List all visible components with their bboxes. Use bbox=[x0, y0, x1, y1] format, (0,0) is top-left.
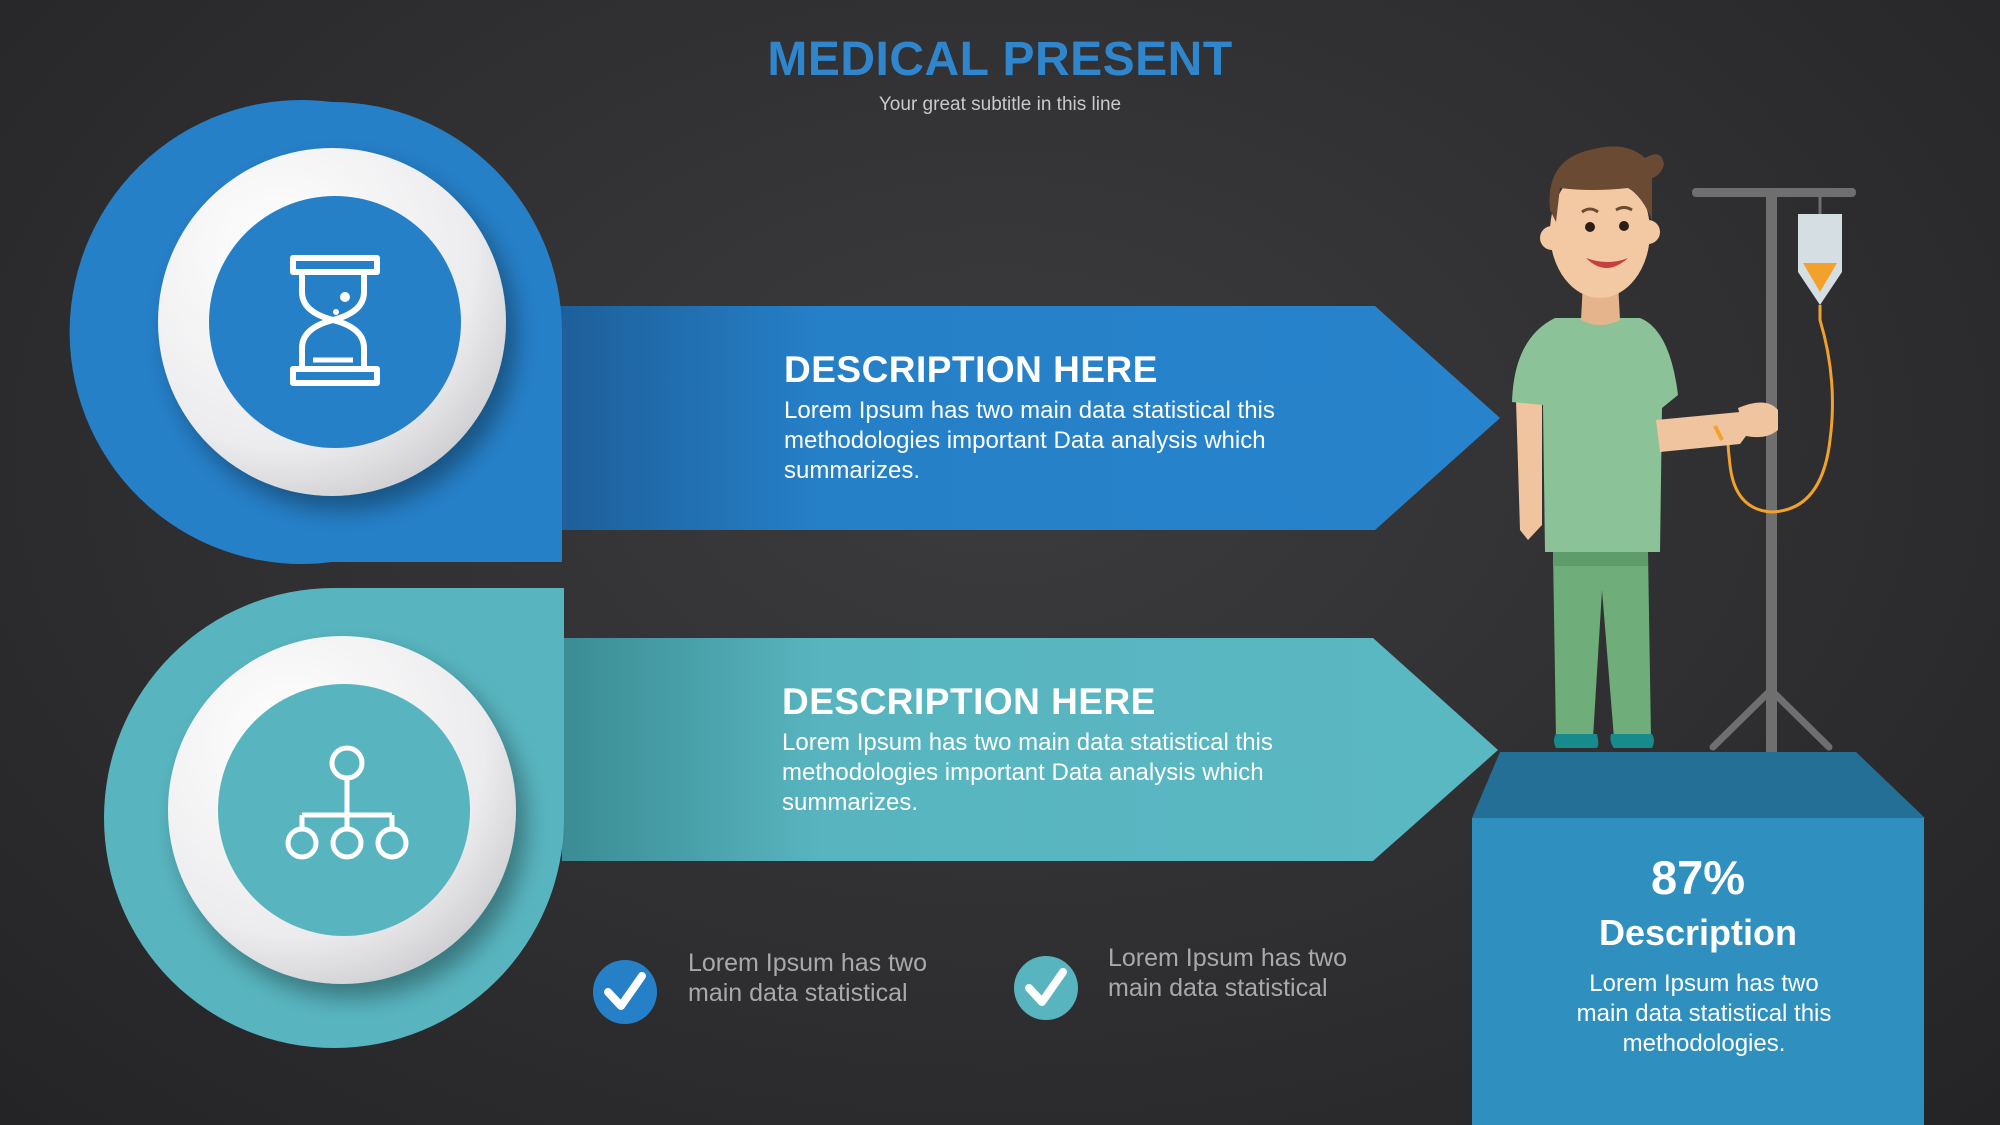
check-item-line: main data statistical bbox=[1108, 974, 1328, 1002]
teal-description-arrow bbox=[562, 638, 1498, 861]
patient-with-iv-drip-illustration bbox=[1512, 146, 1778, 748]
check-item-line: main data statistical bbox=[688, 979, 908, 1007]
blue-teardrop-medallion bbox=[69, 100, 562, 564]
hierarchy-icon bbox=[285, 745, 409, 860]
item-title-1: DESCRIPTION HERE bbox=[784, 349, 1158, 390]
stat-body: Lorem Ipsum has two main data statistica… bbox=[1576, 970, 1832, 1057]
check-item-1: Lorem Ipsum has two main data statistica… bbox=[688, 948, 968, 1008]
blue-description-arrow bbox=[560, 306, 1500, 530]
stat-percent: 87% bbox=[1650, 851, 1746, 904]
slide-subtitle: Your great subtitle in this line bbox=[878, 94, 1122, 115]
iv-drip-stand bbox=[1692, 188, 1856, 752]
checkmark-icon bbox=[593, 960, 657, 1024]
check-item-line: Lorem Ipsum has two bbox=[688, 949, 927, 977]
stat-title: Description bbox=[1598, 912, 1798, 953]
check-item-2: Lorem Ipsum has two main data statistica… bbox=[1108, 943, 1388, 1003]
hourglass-icon bbox=[290, 255, 380, 386]
item-body-1: Lorem Ipsum has two main data statistica… bbox=[784, 397, 1275, 484]
stat-pedestal bbox=[1472, 752, 1925, 1125]
checkmark-icon bbox=[1014, 956, 1078, 1020]
check-item-line: Lorem Ipsum has two bbox=[1108, 944, 1347, 972]
item-title-2: DESCRIPTION HERE bbox=[782, 681, 1156, 722]
teal-teardrop-medallion bbox=[104, 588, 564, 1048]
slide-title: MEDICAL PRESENT bbox=[767, 33, 1233, 86]
item-body-2: Lorem Ipsum has two main data statistica… bbox=[782, 729, 1273, 816]
